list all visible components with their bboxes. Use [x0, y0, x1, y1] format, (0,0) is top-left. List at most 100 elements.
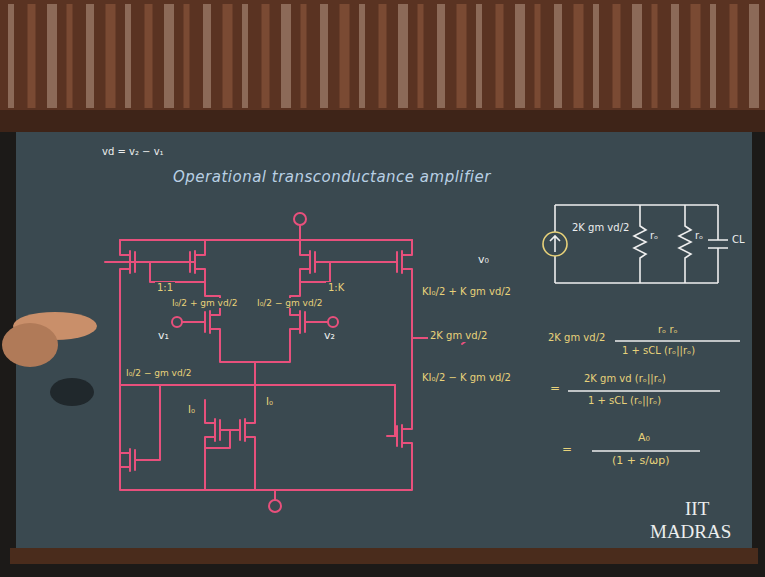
board-frame-top	[0, 110, 765, 132]
chalk-label: 2K gm vd/2	[570, 222, 631, 234]
chalk-label: 1:K	[326, 282, 346, 294]
wood-stripe	[145, 4, 153, 108]
equiv-wire	[568, 390, 720, 392]
board-title: Operational transconductance amplifier	[170, 168, 494, 186]
chalk-label: 2K gm vd/2	[546, 332, 607, 344]
wire	[300, 269, 310, 278]
wire	[129, 449, 131, 471]
chalk-label: I₀/2 − gm vd/2	[255, 298, 324, 308]
wood-stripe	[632, 4, 642, 108]
chalk-label: A₀	[636, 432, 652, 445]
chalk-label: (1 + s/ωp)	[610, 455, 671, 468]
wood-stripe	[730, 4, 738, 108]
wood-stripe	[67, 4, 73, 108]
wire	[300, 246, 310, 255]
wire	[402, 443, 412, 452]
wire	[120, 467, 130, 476]
wire	[120, 240, 412, 490]
wood-stripe	[359, 4, 365, 108]
wire	[290, 329, 300, 338]
equiv-wire	[679, 205, 691, 283]
chalk-label: 2K gm vd (rₒ||rₒ)	[582, 373, 668, 385]
wood-stripe	[184, 4, 190, 108]
wire	[214, 419, 216, 441]
wood-stripe	[340, 4, 350, 108]
wood-stripe	[379, 4, 387, 108]
equiv-wire	[615, 340, 740, 342]
hand-palm	[2, 323, 58, 367]
wire	[305, 321, 315, 323]
wood-stripe	[281, 4, 291, 108]
wire	[401, 425, 403, 447]
equiv-wire	[634, 205, 646, 283]
hand-shadow	[50, 378, 94, 406]
wire	[290, 240, 412, 306]
equiv-wire	[708, 205, 728, 283]
chalk-label: 1 + sCL (rₒ||rₒ)	[620, 345, 697, 357]
current-source	[543, 232, 567, 256]
wire	[299, 226, 301, 240]
input-terminal	[172, 317, 182, 327]
wood-stripe	[301, 4, 307, 108]
wire	[205, 400, 255, 490]
wood-stripe	[398, 4, 408, 108]
wire	[210, 329, 220, 338]
wire	[120, 384, 395, 386]
wood-stripe	[418, 4, 424, 108]
wire	[300, 262, 330, 282]
wood-stripe	[47, 4, 57, 108]
wood-stripe	[28, 4, 36, 108]
equivalent-circuit	[543, 205, 740, 451]
chalk-label: rₒ	[648, 230, 660, 242]
wire	[274, 490, 276, 500]
chalk-label: =	[548, 382, 562, 396]
chalk-label: rₒ rₒ	[656, 324, 680, 336]
chalk-label: rₒ	[693, 230, 705, 242]
watermark: IIT	[683, 498, 711, 520]
wire	[205, 414, 215, 423]
wood-stripe	[652, 4, 658, 108]
wood-panel	[0, 0, 765, 128]
input-terminal	[328, 317, 338, 327]
wood-stripe	[691, 4, 701, 108]
chalk-label: v₁	[156, 330, 171, 343]
ground-terminal	[269, 500, 281, 512]
wood-stripe	[86, 4, 94, 108]
wire	[150, 262, 205, 282]
wire	[309, 251, 311, 273]
chalk-tray	[10, 548, 758, 564]
wire	[205, 430, 230, 448]
chalk-label: I₀/2 + gm vd/2	[170, 298, 239, 308]
chalk-label: KI₀/2 − K gm vd/2	[420, 372, 513, 384]
wire	[315, 321, 328, 323]
wire	[135, 385, 160, 460]
wire	[209, 311, 211, 333]
wood-stripe	[515, 4, 525, 108]
wire	[245, 414, 255, 423]
wire	[220, 338, 290, 414]
wood-stripe	[106, 4, 116, 108]
chalk-label: CL	[730, 234, 747, 246]
wood-stripe	[671, 4, 679, 108]
wire	[120, 444, 130, 453]
chalk-label: vd = v₂ − v₁	[100, 146, 166, 158]
wire	[402, 269, 412, 278]
wire	[120, 269, 130, 278]
chalk-label: 1 + sCL (rₒ||rₒ)	[586, 395, 663, 407]
wire	[195, 246, 205, 255]
wire	[182, 321, 195, 323]
wire	[411, 278, 413, 404]
wood-stripe	[554, 4, 562, 108]
chalk-label: v₀	[476, 254, 491, 267]
wood-stripes	[8, 4, 765, 108]
wire	[395, 385, 412, 436]
wood-stripe	[203, 4, 211, 108]
wire	[230, 429, 240, 431]
chalk-label: KI₀/2 + K gm vd/2	[420, 286, 513, 298]
wire	[315, 261, 397, 263]
ota-circuit	[105, 213, 470, 512]
wire	[402, 246, 412, 255]
equiv-wire	[592, 450, 700, 452]
wire	[120, 239, 412, 241]
